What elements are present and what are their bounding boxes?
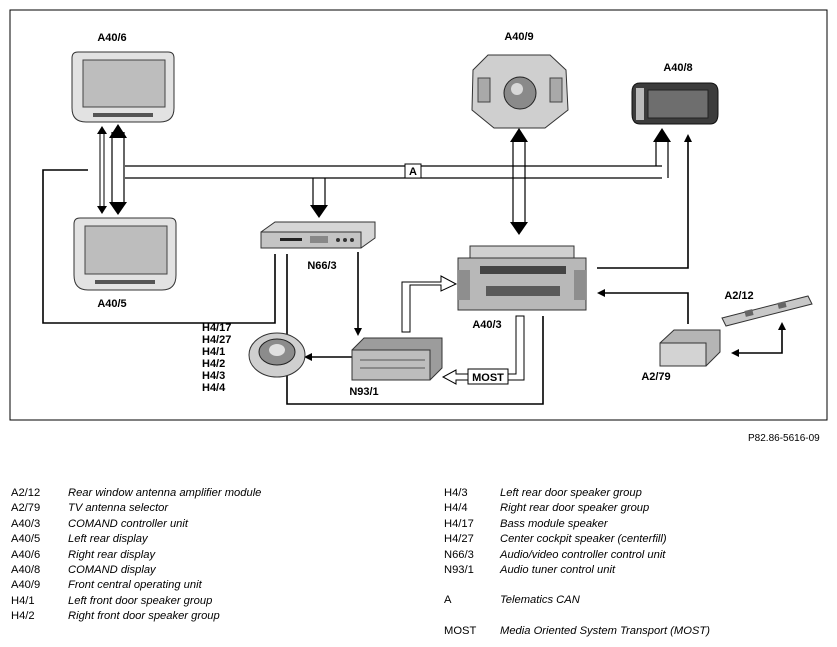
legend-description: COMAND controller unit: [68, 517, 188, 530]
legend-row: N93/1 Audio tuner control unit: [444, 563, 710, 578]
legend-description: Right rear display: [68, 548, 156, 561]
legend-description: Bass module speaker: [500, 517, 608, 530]
a2-12-device: [721, 295, 813, 327]
a2-12-label: A2/12: [724, 290, 753, 302]
legend-code: N93/1: [444, 564, 474, 577]
system-diagram: A MOST A40/6: [9, 9, 828, 421]
bus-a-label: A: [409, 166, 417, 178]
legend-spacer: [444, 609, 710, 624]
legend-row: H4/17 Bass module speaker: [444, 517, 710, 532]
most-label: MOST: [472, 372, 504, 384]
legend-code: A2/79: [11, 502, 41, 515]
legend-code: A: [444, 594, 452, 607]
figure-reference: P82.86-5616-09: [748, 433, 820, 444]
speaker-label-h4-1: H4/1: [202, 346, 225, 358]
legend-code: A40/8: [11, 564, 41, 577]
legend-row: N66/3 Audio/video controller control unit: [444, 548, 710, 563]
legend-row: H4/27 Center cockpit speaker (centerfill): [444, 532, 710, 547]
legend-row: H4/4 Right rear door speaker group: [444, 501, 710, 516]
legend-description: Left front door speaker group: [68, 594, 213, 607]
legend-description: Left rear display: [68, 533, 148, 546]
legend-row: H4/3 Left rear door speaker group: [444, 486, 710, 501]
legend-row: H4/2 Right front door speaker group: [11, 609, 261, 624]
legend-row: A2/12 Rear window antenna amplifier modul…: [11, 486, 261, 501]
speaker-label-h4-17: H4/17: [202, 322, 231, 334]
a40-5-label: A40/5: [97, 298, 126, 310]
speaker-device: [248, 332, 306, 378]
legend-description: Telematics CAN: [500, 594, 580, 607]
legend-description: Media Oriented System Transport (MOST): [500, 624, 710, 637]
a40-9-label: A40/9: [504, 31, 533, 43]
legend-description: Center cockpit speaker (centerfill): [500, 533, 667, 546]
legend-row: A2/79 TV antenna selector: [11, 501, 261, 516]
a40-8-device: [631, 82, 719, 125]
legend-row: A Telematics CAN: [444, 593, 710, 608]
legend-code: A40/6: [11, 548, 41, 561]
legend-left: A2/12 Rear window antenna amplifier modul…: [11, 486, 261, 625]
a40-3-device: [457, 245, 587, 311]
legend-description: Audio/video controller control unit: [500, 548, 666, 561]
legend-row: A40/9 Front central operating unit: [11, 578, 261, 593]
n93-1-device: [351, 337, 443, 381]
a40-6-device: [71, 51, 175, 123]
legend-code: A2/12: [11, 487, 41, 499]
legend-code: H4/1: [11, 594, 35, 607]
bus-a-box: [404, 163, 422, 179]
legend-row: A40/3 COMAND controller unit: [11, 517, 261, 532]
a40-5-device: [73, 217, 177, 291]
legend-description: TV antenna selector: [68, 502, 169, 515]
legend-row: A40/5 Left rear display: [11, 532, 261, 547]
speaker-label-h4-4: H4/4: [202, 382, 226, 394]
n66-3-label: N66/3: [307, 260, 336, 272]
most-label-box: [467, 368, 509, 385]
legend-description: Audio tuner control unit: [500, 564, 616, 577]
a40-3-label: A40/3: [472, 319, 501, 331]
most-arrow-up: [401, 275, 458, 333]
legend-code: H4/27: [444, 533, 474, 546]
a40-6-label: A40/6: [97, 32, 126, 44]
legend-code: N66/3: [444, 548, 474, 561]
display-link: [99, 130, 105, 210]
speaker-label-h4-3: H4/3: [202, 370, 225, 382]
legend-spacer: [444, 578, 710, 593]
legend-description: Left rear door speaker group: [500, 487, 642, 499]
a2-79-label: A2/79: [641, 371, 670, 383]
legend-row: A40/8 COMAND display: [11, 563, 261, 578]
legend-description: Front central operating unit: [68, 579, 202, 592]
legend-code: H4/2: [11, 610, 35, 623]
legend-code: H4/4: [444, 502, 468, 515]
legend-row: A40/6 Right rear display: [11, 548, 261, 563]
legend-description: COMAND display: [68, 564, 156, 577]
legend-row: H4/1 Left front door speaker group: [11, 594, 261, 609]
a2-79-device: [659, 329, 721, 367]
legend-code: A40/3: [11, 517, 41, 530]
bus-arrowheads: [109, 124, 671, 235]
legend-code: H4/17: [444, 517, 474, 530]
speaker-label-h4-27: H4/27: [202, 334, 231, 346]
legend-code: MOST: [444, 624, 477, 637]
n66-3-device: [260, 221, 376, 249]
a40-9-device: [471, 54, 569, 129]
legend-code: A40/5: [11, 533, 41, 546]
speaker-label-h4-2: H4/2: [202, 358, 225, 370]
legend-description: Rear window antenna amplifier module: [68, 487, 262, 499]
telematics-can-bus: [111, 132, 669, 225]
legend-code: A40/9: [11, 579, 41, 592]
n93-1-label: N93/1: [349, 386, 378, 398]
legend-description: Right front door speaker group: [68, 610, 220, 623]
legend-code: H4/3: [444, 487, 468, 499]
wiring: [42, 140, 783, 405]
a40-8-label: A40/8: [663, 62, 692, 74]
legend-row: MOST Media Oriented System Transport (MOS…: [444, 624, 710, 639]
legend-description: Right rear door speaker group: [500, 502, 650, 515]
